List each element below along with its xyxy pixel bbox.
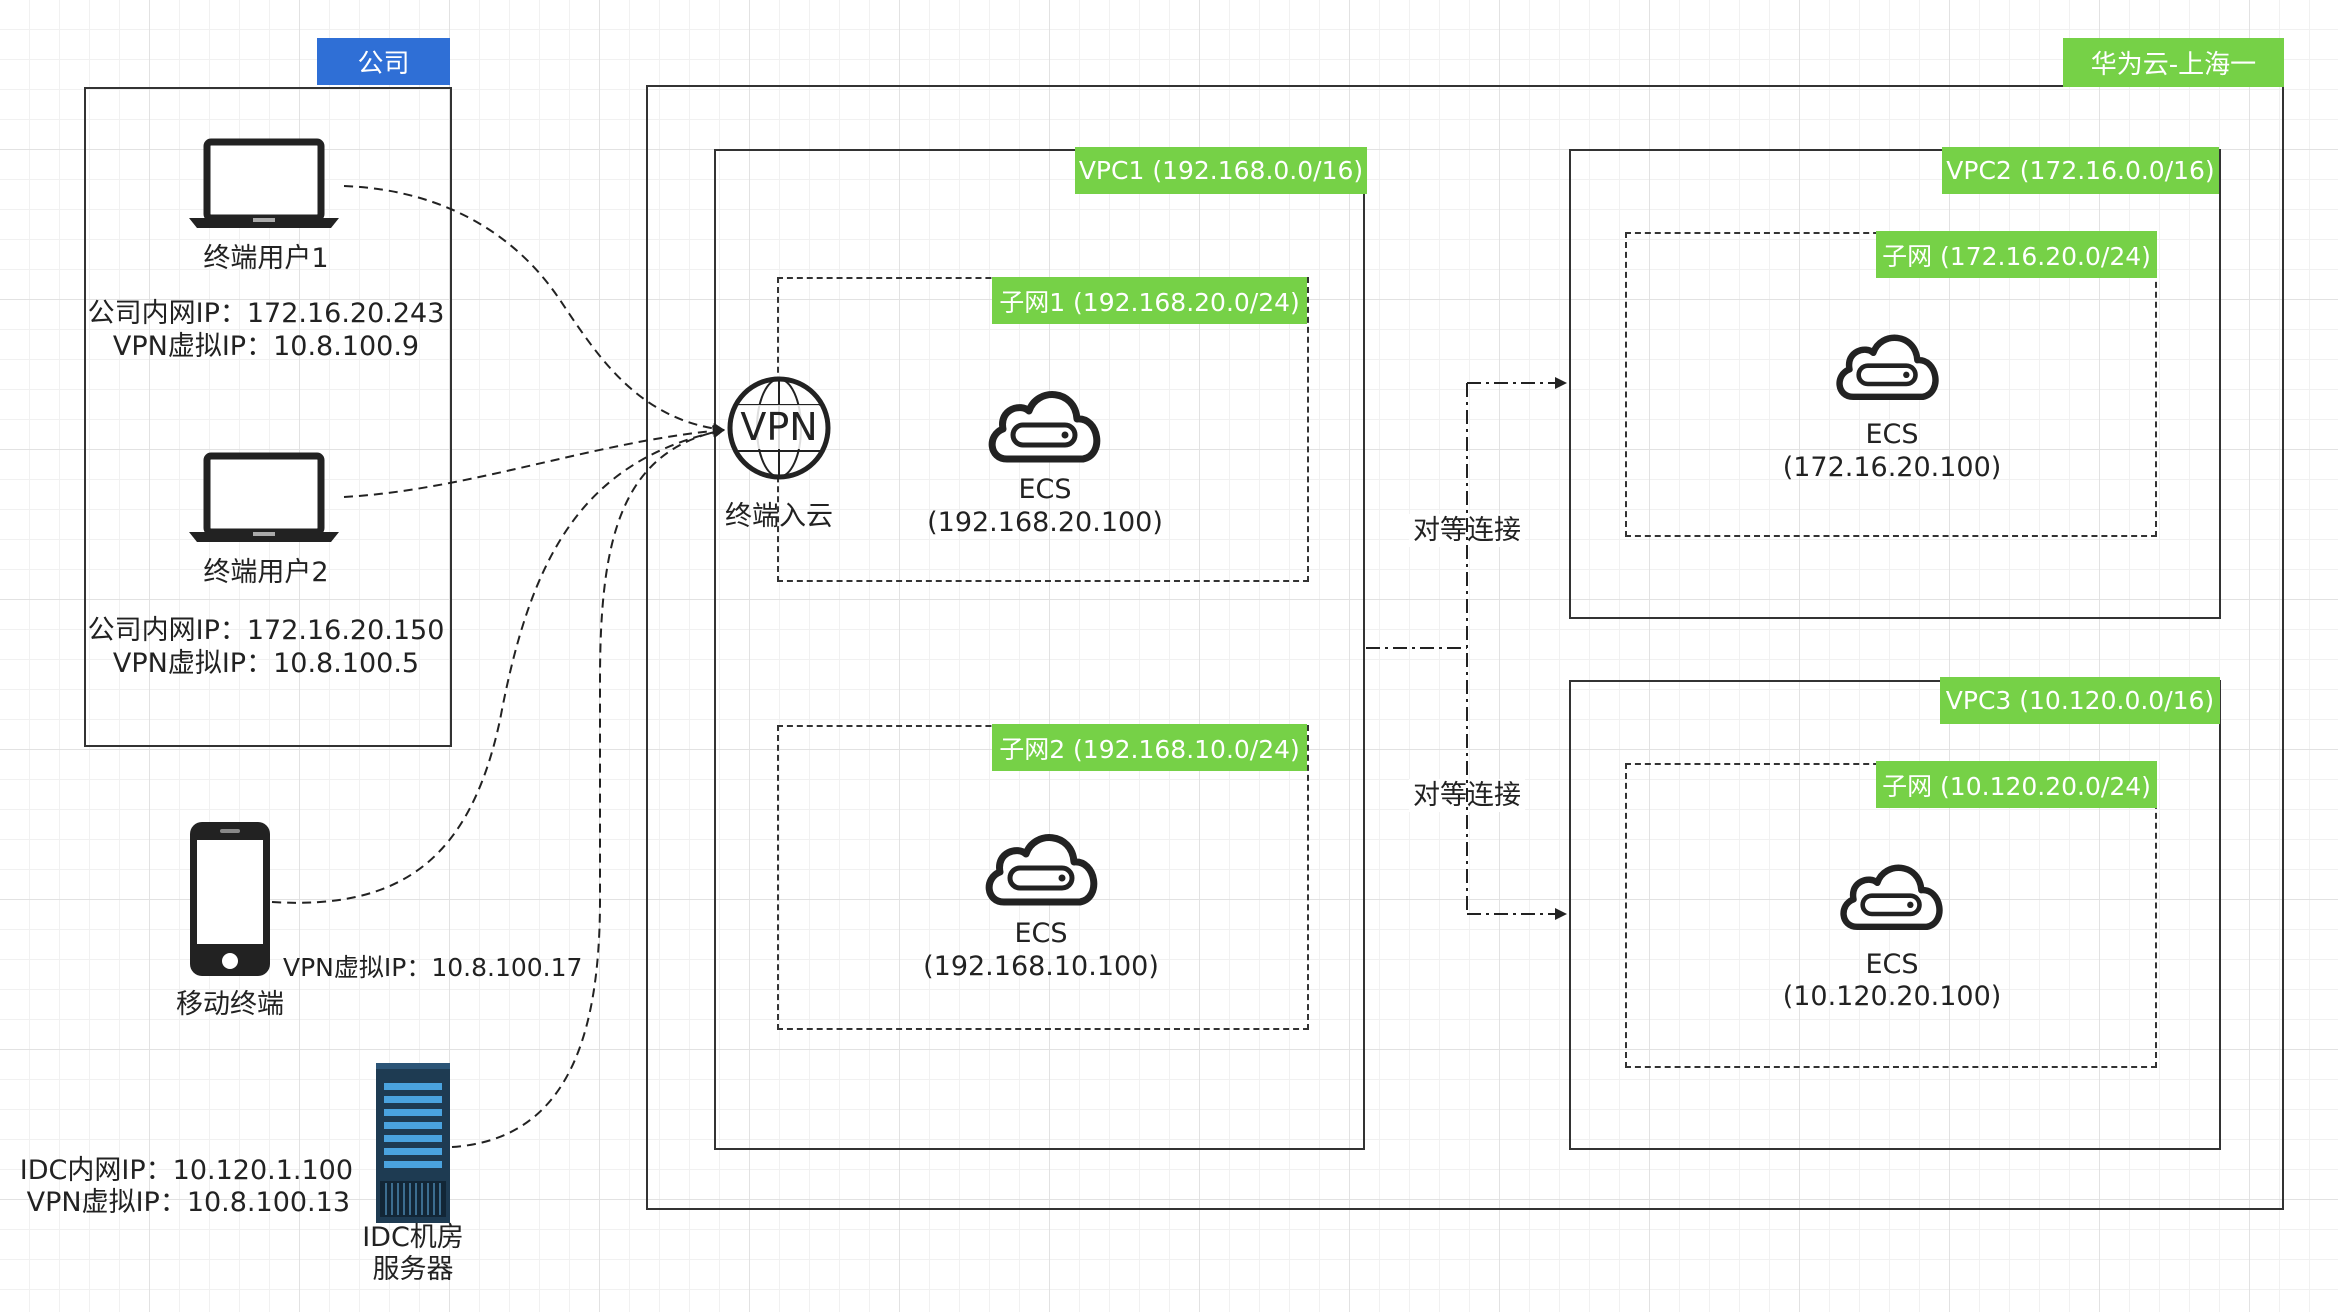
idc-lan-ip: IDC内网IP：10.120.1.100 <box>19 1155 353 1186</box>
ecs4-name: ECS <box>1865 949 1919 980</box>
user1-vpn-ip: VPN虚拟IP：10.8.100.9 <box>112 331 420 362</box>
laptop-icon <box>189 138 339 228</box>
user2-name: 终端用户2 <box>203 557 329 588</box>
user2-lan-ip: 公司内网IP：172.16.20.150 <box>87 615 445 646</box>
ecs-cloud-icon <box>1840 864 1943 931</box>
ecs-cloud-icon <box>988 391 1101 463</box>
phone-icon <box>190 822 270 976</box>
vpc2-label: VPC2 (172.16.0.0/16) <box>1942 147 2219 194</box>
ecs3-name: ECS <box>1865 419 1919 450</box>
idc-name-line2: 服务器 <box>372 1254 454 1285</box>
vpc1-subnet2-label: 子网2 (192.168.10.0/24) <box>992 724 1307 771</box>
ecs4-ip: (10.120.20.100) <box>1782 981 2002 1012</box>
ecs-cloud-icon <box>985 834 1098 906</box>
server-icon <box>376 1063 450 1223</box>
vpn-icon-text: VPN <box>738 405 820 449</box>
vpc3-box <box>1569 680 2221 1150</box>
mobile-vpn-ip: VPN虚拟IP：10.8.100.17 <box>283 953 583 982</box>
vpc2-subnet-label: 子网 (172.16.20.0/24) <box>1876 231 2157 278</box>
vpc1-label: VPC1 (192.168.0.0/16) <box>1075 147 1367 194</box>
cloud-region-label: 华为云-上海一 <box>2063 38 2284 87</box>
peering-label-1: 对等连接 <box>1409 514 1525 547</box>
vpn-label: 终端入云 <box>725 501 833 532</box>
user2-vpn-ip: VPN虚拟IP：10.8.100.5 <box>112 648 420 679</box>
user1-name: 终端用户1 <box>203 243 329 274</box>
mobile-name: 移动终端 <box>176 989 284 1020</box>
vpc2-box <box>1569 149 2221 619</box>
ecs2-ip: (192.168.10.100) <box>923 951 1159 982</box>
ecs1-ip: (192.168.20.100) <box>927 507 1163 538</box>
ecs1-name: ECS <box>1018 474 1072 505</box>
ecs-cloud-icon <box>1836 334 1939 401</box>
idc-name-line1: IDC机房 <box>362 1222 464 1253</box>
ecs3-ip: (172.16.20.100) <box>1782 452 2002 483</box>
ecs2-name: ECS <box>1014 918 1068 949</box>
laptop-icon <box>189 452 339 542</box>
peering-label-2: 对等连接 <box>1409 779 1525 812</box>
idc-vpn-ip: VPN虚拟IP：10.8.100.13 <box>26 1187 350 1218</box>
vpc3-subnet-label: 子网 (10.120.20.0/24) <box>1876 761 2157 808</box>
company-label: 公司 <box>317 38 450 85</box>
vpc3-label: VPC3 (10.120.0.0/16) <box>1940 677 2220 724</box>
vpc1-subnet1-label: 子网1 (192.168.20.0/24) <box>992 277 1307 324</box>
user1-lan-ip: 公司内网IP：172.16.20.243 <box>87 298 445 329</box>
